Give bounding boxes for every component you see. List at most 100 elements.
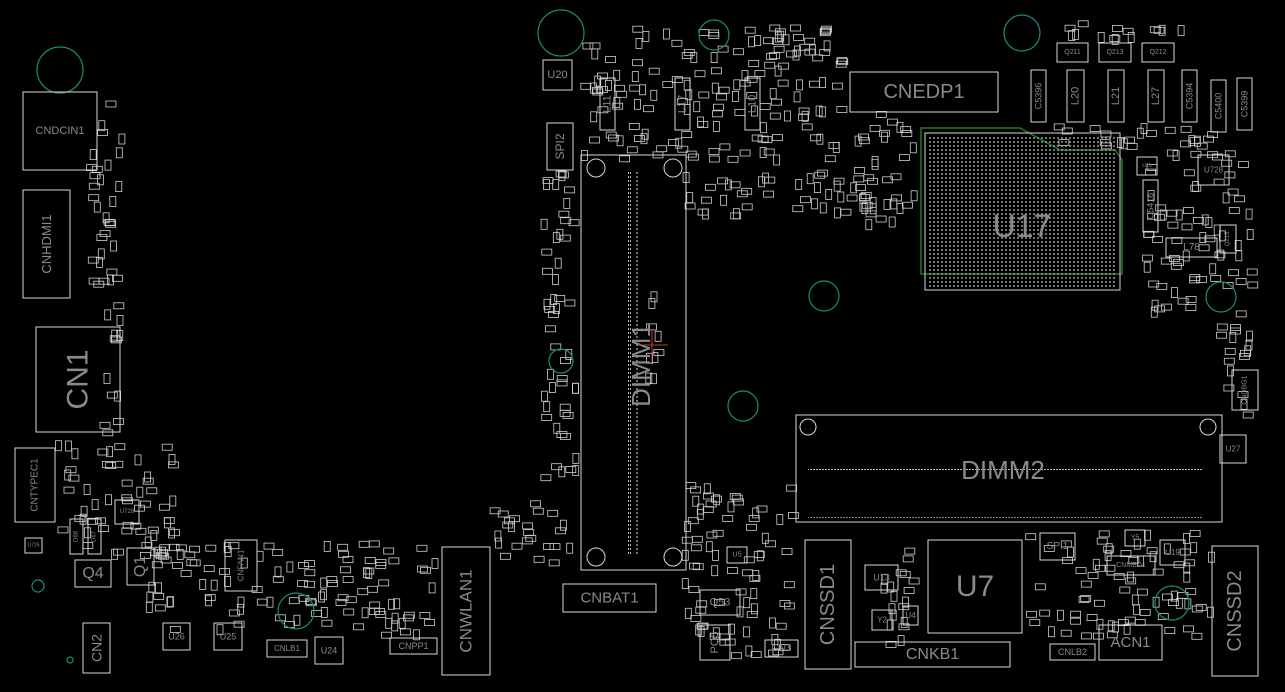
component-acn1[interactable]: ACN1 [1098, 624, 1163, 661]
component-q4[interactable]: Q4 [74, 559, 112, 588]
passive-pad [814, 171, 826, 179]
mounting-hole [31, 579, 45, 593]
component-l10[interactable]: L10 [744, 77, 761, 131]
component-outline [1231, 369, 1259, 411]
component-pq5[interactable]: PQ5 [699, 624, 731, 661]
component-d68[interactable]: D68 [69, 518, 84, 555]
component-c5400[interactable]: C5400 [1210, 79, 1227, 133]
passive-pad [744, 26, 756, 34]
passive-pad [824, 155, 836, 163]
component-l21[interactable]: L21 [1107, 69, 1125, 123]
component-l11[interactable]: L11 [599, 77, 616, 131]
component-cnlb1[interactable]: CNLB1 [266, 639, 308, 658]
component-cnwlan1[interactable]: CNWLAN1 [441, 546, 491, 676]
passive-pad [840, 208, 852, 216]
passive-pad [684, 521, 691, 532]
component-u7[interactable]: U7 [927, 539, 1023, 634]
component-cnssd1[interactable]: CNSSD1 [804, 539, 852, 670]
passive-pad [1213, 178, 1225, 186]
component-cnedp1[interactable]: CNEDP1 [849, 71, 999, 113]
component-cn3[interactable]: CN3 [764, 639, 799, 658]
component-q213[interactable]: Q213 [1098, 42, 1132, 63]
passive-pad [788, 512, 799, 519]
passive-pad [499, 552, 511, 560]
passive-pad [712, 550, 719, 561]
component-cndbg1[interactable]: CNDBG1 [1231, 369, 1259, 411]
component-cntypec1[interactable]: CNTYPEC1 [14, 447, 56, 523]
passive-pad [773, 45, 785, 53]
component-c5394[interactable]: C5394 [1181, 69, 1198, 123]
component-cnkb1[interactable]: CNKB1 [854, 641, 1011, 668]
component-label: U27 [1226, 445, 1241, 454]
component-u4[interactable]: U4 [902, 605, 919, 626]
passive-pad [145, 602, 153, 613]
component-spi1[interactable]: SPI1 [1039, 532, 1076, 561]
component-cn1[interactable]: CN1 [35, 326, 121, 433]
component-u726[interactable]: U726 [24, 537, 43, 554]
component-cnbat1[interactable]: CNBAT1 [562, 583, 657, 613]
passive-pad [881, 573, 889, 585]
component-u26[interactable]: U26 [162, 622, 191, 651]
passive-pad [751, 603, 758, 615]
component-c5416[interactable]: C5416 [1142, 179, 1159, 233]
passive-pad [784, 110, 791, 122]
passive-pad [558, 170, 566, 182]
component-u5[interactable]: U5 [726, 546, 748, 564]
component-y5[interactable]: Y5 [1124, 529, 1146, 547]
passive-pad [1190, 542, 1198, 554]
component-l17[interactable]: L17 [674, 77, 691, 131]
component-q211[interactable]: Q211 [1056, 42, 1089, 63]
component-cnpp1[interactable]: CNPP1 [389, 637, 438, 655]
component-cndcin1[interactable]: CNDCIN1 [22, 91, 98, 171]
passive-pad [735, 588, 747, 596]
passive-pad [556, 431, 568, 439]
component-cnfan1[interactable]: CNFAN1 [224, 539, 258, 592]
dimm2-slot[interactable]: DIMM2 [795, 414, 1223, 523]
component-u728b[interactable]: U728 [114, 499, 140, 525]
component-cnhdmi1[interactable]: CNHDMI1 [22, 189, 71, 299]
passive-pad [1185, 304, 1197, 312]
component-l20[interactable]: L20 [1066, 69, 1085, 123]
component-cnssd2[interactable]: CNSSD2 [1211, 545, 1259, 677]
component-u13[interactable]: U13 [864, 564, 899, 591]
passive-pad [552, 179, 560, 190]
passive-pad [1077, 20, 1089, 28]
passive-pad [711, 565, 719, 577]
component-u24[interactable]: U24 [314, 636, 344, 665]
passive-pad [572, 382, 579, 394]
component-cnlb2[interactable]: CNLB2 [1049, 643, 1096, 661]
component-l27[interactable]: L27 [1147, 69, 1165, 123]
passive-pad [1223, 384, 1235, 392]
component-spi2[interactable]: SPI2 [546, 122, 574, 171]
component-cnmbd1[interactable]: CNMBD1 [1106, 555, 1156, 576]
component-q1[interactable]: Q1 [126, 547, 155, 586]
dimm1-slot[interactable]: DIMM1 [580, 154, 687, 571]
component-u25[interactable]: U25 [213, 622, 243, 651]
component-q212[interactable]: Q212 [1141, 42, 1175, 63]
component-c5396[interactable]: C5396 [1030, 69, 1047, 123]
passive-pad [115, 181, 123, 193]
component-u27[interactable]: U27 [1219, 434, 1247, 464]
component-c5399[interactable]: C5399 [1236, 77, 1253, 131]
component-u20[interactable]: U20 [542, 59, 573, 91]
mounting-holes [31, 9, 1237, 664]
passive-pad [543, 401, 551, 413]
component-q53[interactable]: Q53 [699, 589, 741, 616]
passive-pad [710, 52, 718, 63]
passive-pad [854, 166, 865, 174]
component-y2[interactable]: Y2 [871, 609, 893, 631]
passive-pad [541, 248, 553, 256]
component-q215[interactable]: Q215 [1219, 224, 1237, 254]
component-label: L10 [747, 95, 759, 113]
component-l78[interactable]: L78 [1165, 237, 1218, 258]
component-u19[interactable]: U19 [1159, 539, 1186, 566]
component-u728[interactable]: U728 [1197, 154, 1230, 186]
component-cn2[interactable]: CN2 [82, 622, 111, 674]
component-label: Q212 [1149, 49, 1166, 56]
passive-pad [544, 305, 556, 313]
component-outline [14, 447, 56, 523]
component-u15[interactable]: U15 [1136, 156, 1158, 176]
component-d67[interactable]: D67 [87, 518, 102, 555]
cpu-u17[interactable]: U17 [924, 132, 1121, 291]
